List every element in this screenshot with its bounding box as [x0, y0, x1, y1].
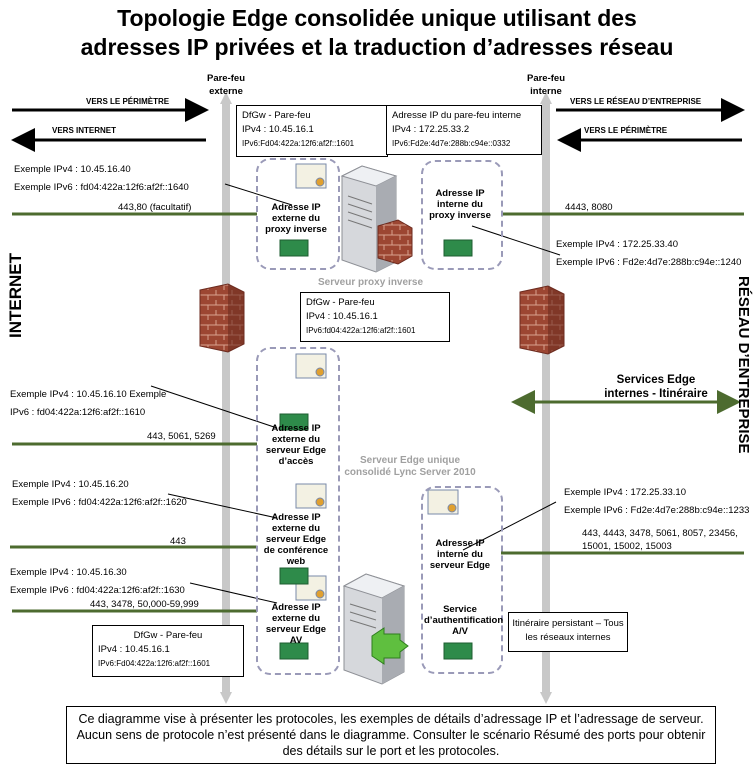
access-ports: 443, 5061, 5269: [147, 431, 216, 442]
arrow-label-internet: VERS INTERNET: [52, 126, 117, 135]
web-ports: 443: [170, 536, 186, 547]
edge-server-label: Serveur Edge unique consolidé Lync Serve…: [344, 455, 476, 478]
proxy-int-ports: 4443, 8080: [565, 202, 613, 213]
diagram-title: Topologie Edge consolidée unique utilisa…: [80, 5, 674, 60]
av-label: Adresse IP externe du serveur Edge AV: [265, 602, 327, 646]
edge-server-icon: [342, 573, 409, 685]
web-example: Exemple IPv4 : 10.45.16.20 Exemple IPv6 …: [12, 479, 187, 508]
edge-external-group: [256, 347, 340, 675]
dfgw-mid-box: DfGw - Pare-feu IPv4 : 10.45.16.1 IPv6:f…: [300, 292, 450, 342]
proxy-ext-label: Adresse IP externe du proxy inverse: [265, 202, 327, 235]
services-label: Services Edge internes - Itinéraire: [604, 374, 708, 400]
internal-firewall-label: Pare-feu interne: [526, 73, 565, 97]
web-label: Adresse IP externe du serveur Edge de co…: [263, 512, 329, 567]
auth-label: Service d’authentification A/V: [424, 604, 504, 637]
direction-arrows: [11, 98, 745, 152]
internet-label: INTERNET: [6, 253, 25, 338]
access-label: Adresse IP externe du serveur Edge d’acc…: [265, 423, 327, 467]
firewall-right-icon: [519, 285, 565, 355]
int-edge-label: Adresse IP interne du serveur Edge: [429, 538, 491, 571]
diagram-note: Ce diagramme vise à présenter les protoc…: [66, 706, 716, 764]
network-lines: [10, 212, 744, 613]
dfgw-bottom-box: DfGw - Pare-feu IPv4 : 10.45.16.1 IPv6:F…: [92, 625, 244, 677]
access-example: Exemple IPv4 : 10.45.16.10 Exemple IPv6 …: [10, 389, 167, 418]
int-edge-ports: 443, 4443, 3478, 5061, 8057, 23456, 1500…: [582, 528, 738, 552]
external-firewall-label: Pare-feu externe: [206, 73, 245, 97]
arrow-label-perimetre-right: VERS LE PÉRIMÈTRE: [584, 126, 668, 135]
arrow-label-perimetre-left: VERS LE PÉRIMÈTRE: [86, 97, 170, 106]
internal-firewall-bar: [540, 92, 552, 704]
int-edge-example: Exemple IPv4 : 172.25.33.10 Exemple IPv6…: [564, 487, 750, 516]
proxy-int-example: Exemple IPv4 : 172.25.33.40 Exemple IPv6…: [556, 239, 742, 268]
proxy-ext-example: Exemple IPv4 : 10.45.16.40 Exemple IPv6 …: [14, 164, 189, 193]
nic-icons: [279, 239, 473, 660]
av-ports: 443, 3478, 50,000-59,999: [90, 599, 199, 610]
persistent-route-box: Itinéraire persistant – Tous les réseaux…: [508, 612, 628, 652]
proxy-ext-ports: 443,80 (facultatif): [118, 202, 192, 213]
arrow-label-reseau: VERS LE RÉSEAU D’ENTREPRISE: [570, 97, 702, 106]
reseau-label: RÉSEAU D’ENTREPRISE: [735, 276, 752, 454]
firewall-left-icon: [199, 283, 245, 353]
proxy-server-icon: [340, 165, 413, 273]
proxy-internal-group: [421, 160, 503, 270]
internal-firewall-box: Adresse IP du pare-feu interne IPv4 : 17…: [386, 105, 542, 155]
dfgw-top-box: DfGw - Pare-feu IPv4 : 10.45.16.1 IPv6:F…: [236, 105, 388, 157]
certificate-icons: [295, 163, 459, 601]
edge-internal-group: [421, 486, 503, 674]
external-firewall-bar: [220, 92, 232, 704]
av-example: Exemple IPv4 : 10.45.16.30 Exemple IPv6 …: [10, 567, 185, 596]
proxy-server-label: Serveur proxy inverse: [318, 277, 424, 288]
proxy-int-label: Adresse IP interne du proxy inverse: [429, 188, 491, 221]
proxy-external-group: [256, 158, 340, 270]
